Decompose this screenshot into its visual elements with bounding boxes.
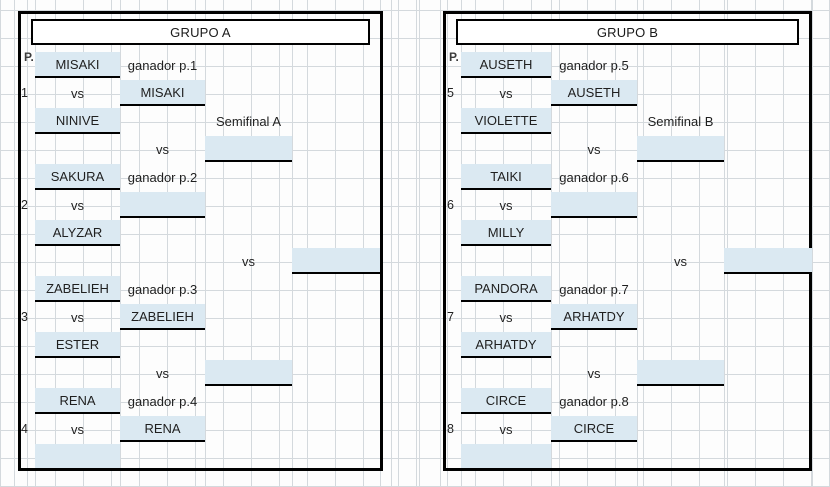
match-number-4: 4	[21, 422, 28, 436]
winner-label-match-5: ganador p.5	[559, 57, 629, 73]
player-slot-bottom-match-4[interactable]	[35, 444, 120, 470]
round2-winner-slot-1[interactable]	[205, 136, 292, 162]
grid-column-line	[0, 0, 1, 487]
winner-slot-match-3[interactable]: ZABELIEH	[120, 304, 205, 330]
vs-label-match-5: vs	[499, 85, 513, 101]
winner-slot-match-1[interactable]: MISAKI	[120, 80, 205, 106]
group-a-title: GRUPO A	[31, 19, 370, 45]
vs-label-match-4: vs	[71, 421, 84, 437]
semifinal-vs-label: vs	[674, 253, 687, 269]
player-slot-bottom-match-3[interactable]: ESTER	[35, 332, 120, 358]
semifinal-label: Semifinal B	[647, 113, 714, 129]
vs-label-match-1: vs	[71, 85, 84, 101]
player-slot-top-match-3[interactable]: ZABELIEH	[35, 276, 120, 302]
grid-column-line	[440, 0, 441, 487]
player-slot-top-match-5[interactable]: AUSETH	[461, 52, 551, 78]
semifinal-label: Semifinal A	[215, 113, 282, 129]
player-slot-top-match-4[interactable]: RENA	[35, 388, 120, 414]
grid-column-line	[724, 0, 725, 487]
winner-label-match-7: ganador p.7	[559, 281, 629, 297]
group-b-position-header: P.	[449, 50, 459, 64]
grid-column-line	[292, 0, 293, 487]
grid-column-line	[416, 0, 417, 487]
vs-label-match-3: vs	[71, 309, 84, 325]
player-slot-top-match-2[interactable]: SAKURA	[35, 164, 120, 190]
player-slot-bottom-match-5[interactable]: VIOLETTE	[461, 108, 551, 134]
winner-slot-match-5[interactable]: AUSETH	[551, 80, 637, 106]
winner-label-match-1: ganador p.1	[127, 57, 198, 73]
round2-vs-1: vs	[587, 141, 601, 157]
player-slot-bottom-match-7[interactable]: ARHATDY	[461, 332, 551, 358]
player-slot-bottom-match-2[interactable]: ALYZAR	[35, 220, 120, 246]
vs-label-match-6: vs	[499, 197, 513, 213]
player-slot-top-match-1[interactable]: MISAKI	[35, 52, 120, 78]
match-number-1: 1	[21, 86, 28, 100]
grid-column-line	[14, 0, 15, 487]
grid-column-line	[398, 0, 399, 487]
group-b-title: GRUPO B	[456, 19, 799, 45]
player-slot-top-match-8[interactable]: CIRCE	[461, 388, 551, 414]
player-slot-bottom-match-8[interactable]	[461, 444, 551, 470]
winner-label-match-3: ganador p.3	[127, 281, 198, 297]
grid-column-line	[637, 0, 638, 487]
round2-winner-slot-2[interactable]	[637, 360, 724, 386]
semifinal-winner-slot[interactable]	[292, 248, 380, 274]
match-number-7: 7	[447, 310, 454, 324]
round2-winner-slot-1[interactable]	[637, 136, 724, 162]
winner-slot-match-2[interactable]	[120, 192, 205, 218]
match-number-6: 6	[447, 198, 454, 212]
winner-label-match-8: ganador p.8	[559, 393, 629, 409]
group-panel-a: GRUPO A P.	[18, 11, 383, 471]
grid-column-line	[120, 0, 121, 487]
match-number-5: 5	[447, 86, 454, 100]
round2-vs-2: vs	[156, 365, 169, 381]
player-slot-bottom-match-1[interactable]: NINIVE	[35, 108, 120, 134]
round2-winner-slot-2[interactable]	[205, 360, 292, 386]
round2-vs-1: vs	[156, 141, 169, 157]
semifinal-winner-slot[interactable]	[724, 248, 812, 274]
group-a-position-header: P.	[24, 50, 34, 64]
grid-column-line	[205, 0, 206, 487]
player-slot-top-match-7[interactable]: PANDORA	[461, 276, 551, 302]
group-panel-b: GRUPO B P.	[443, 11, 812, 471]
vs-label-match-7: vs	[499, 309, 513, 325]
grid-column-line	[812, 0, 813, 487]
semifinal-vs-label: vs	[242, 253, 255, 269]
winner-slot-match-8[interactable]: CIRCE	[551, 416, 637, 442]
winner-slot-match-7[interactable]: ARHATDY	[551, 304, 637, 330]
grid-column-line	[551, 0, 552, 487]
winner-label-match-4: ganador p.4	[127, 393, 198, 409]
round2-vs-2: vs	[587, 365, 601, 381]
winner-slot-match-4[interactable]: RENA	[120, 416, 205, 442]
winner-label-match-2: ganador p.2	[127, 169, 198, 185]
vs-label-match-8: vs	[499, 421, 513, 437]
winner-label-match-6: ganador p.6	[559, 169, 629, 185]
player-slot-bottom-match-6[interactable]: MILLY	[461, 220, 551, 246]
vs-label-match-2: vs	[71, 197, 84, 213]
match-number-3: 3	[21, 310, 28, 324]
winner-slot-match-6[interactable]	[551, 192, 637, 218]
match-number-8: 8	[447, 422, 454, 436]
match-number-2: 2	[21, 198, 28, 212]
player-slot-top-match-6[interactable]: TAIKI	[461, 164, 551, 190]
